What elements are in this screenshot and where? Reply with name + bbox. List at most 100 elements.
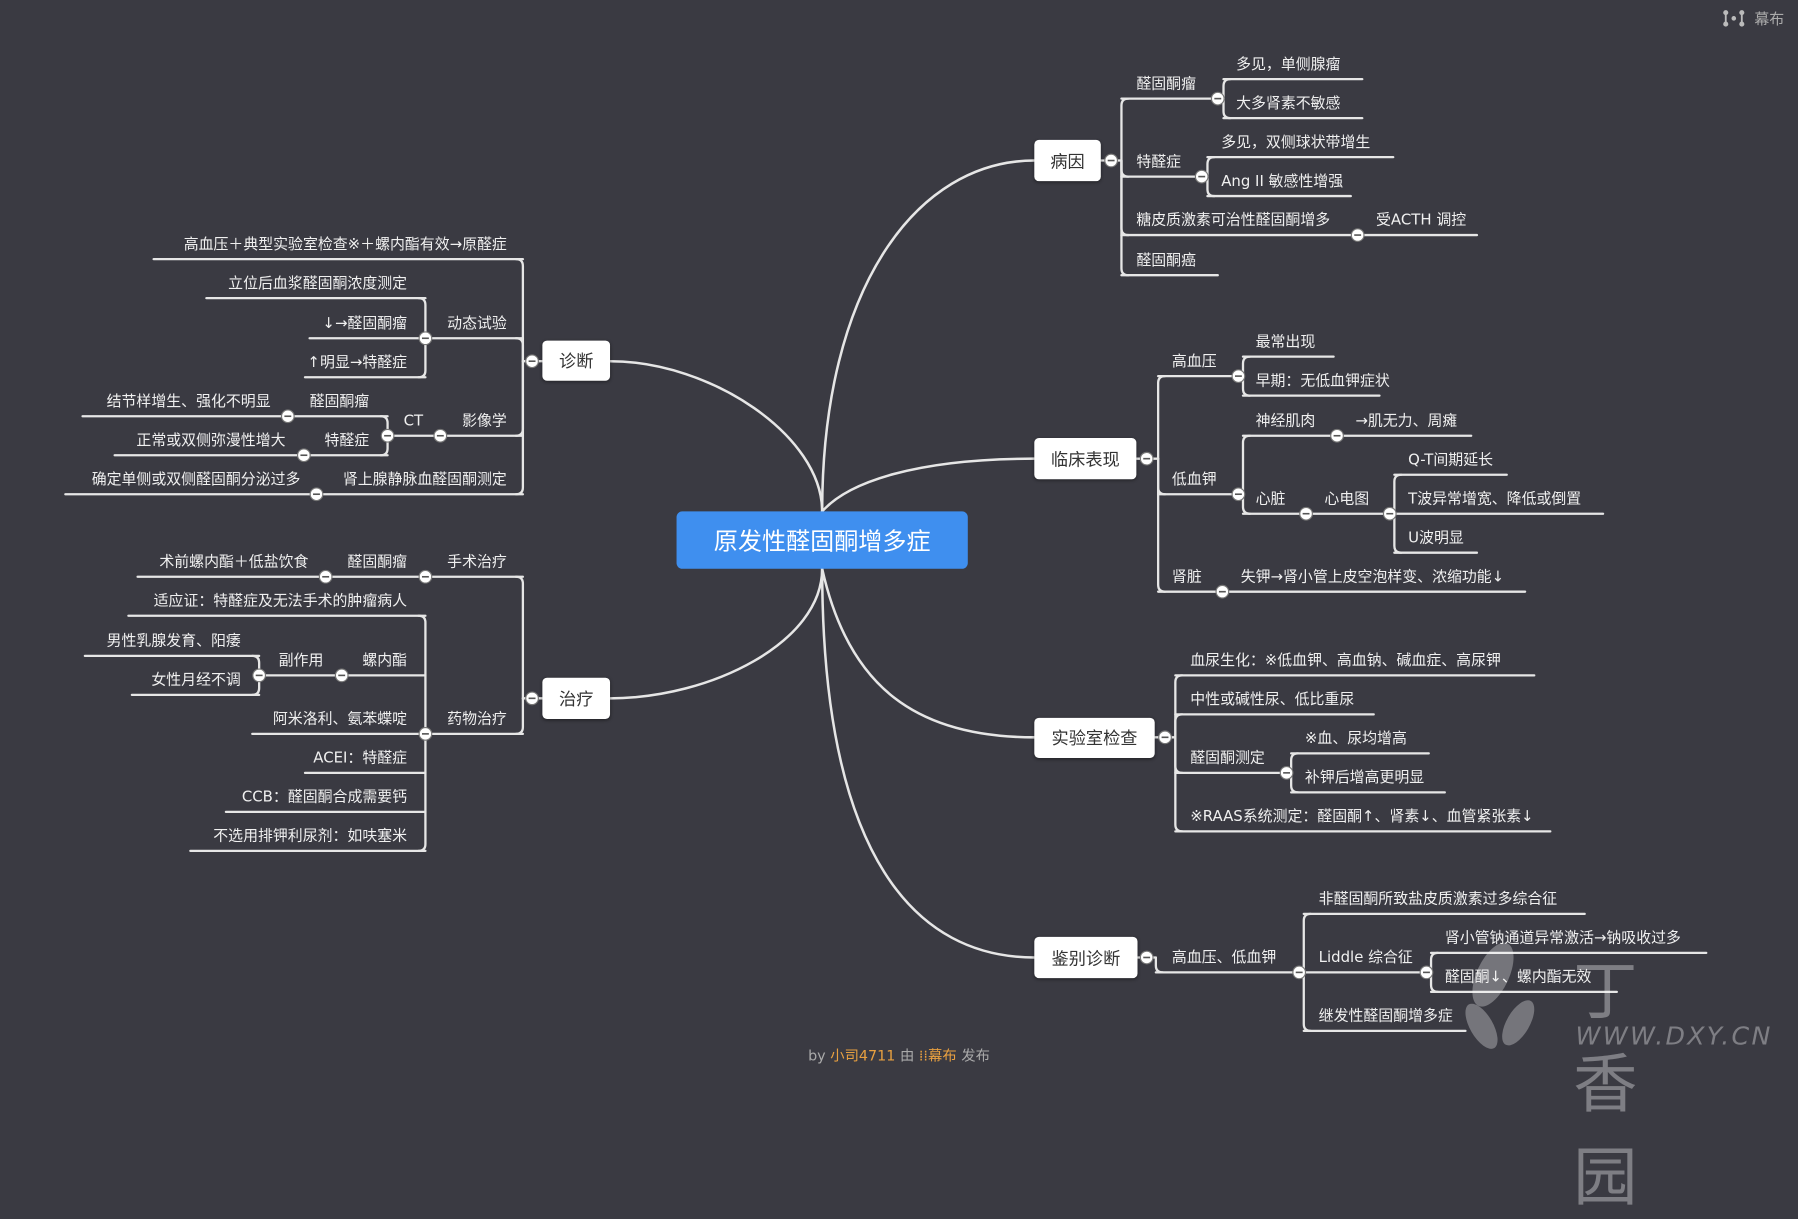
topic-diagnosis-dyn-3[interactable]: ↑明显→特醛症	[307, 354, 408, 372]
topic-diagnosis-dyn-2[interactable]: ↓→醛固酮瘤	[322, 315, 408, 333]
topic-differential-liddle[interactable]: Liddle 综合征	[1318, 949, 1413, 967]
topic-clinical-kidney[interactable]: 肾脏	[1171, 568, 1202, 586]
topic-diagnosis-avs[interactable]: 肾上腺静脉血醛固酮测定	[342, 471, 507, 489]
topic-differential-hthk[interactable]: 高血压、低血钾	[1171, 949, 1277, 967]
collapse-toggle-icon[interactable]	[1419, 965, 1434, 980]
topic-clinical-ht-2[interactable]: 早期：无低血钾症状	[1255, 372, 1390, 390]
brand-logo[interactable]: 幕布	[1722, 7, 1784, 29]
topic-etiology-aldosteronoma-2[interactable]: 大多肾素不敏感	[1236, 95, 1341, 113]
collapse-toggle-icon[interactable]	[418, 726, 433, 741]
topic-diagnosis-ct-iha-1[interactable]: 正常或双侧弥漫性增大	[136, 432, 286, 450]
topic-diagnosis-ct-aldo-1[interactable]: 结节样增生、强化不明显	[106, 393, 271, 411]
collapse-toggle-icon[interactable]	[1382, 506, 1397, 521]
topic-treatment-drug[interactable]: 药物治疗	[447, 710, 507, 729]
topic-treatment-side-1[interactable]: 男性乳腺发育、阳痿	[106, 632, 241, 651]
collapse-toggle-icon[interactable]	[418, 569, 433, 584]
topic-lab-aldo-1[interactable]: ※血、尿均增高	[1304, 730, 1407, 748]
topic-etiology-carcinoma[interactable]: 醛固酮癌	[1136, 252, 1197, 270]
topic-treatment-surg-aldo[interactable]: 醛固酮瘤	[347, 553, 408, 572]
topic-diagnosis-ct-aldo[interactable]: 醛固酮瘤	[309, 393, 370, 411]
collapse-toggle-icon[interactable]	[280, 409, 295, 424]
topic-clinical-ht-1[interactable]: 最常出现	[1255, 333, 1316, 351]
collapse-toggle-icon[interactable]	[1215, 584, 1230, 599]
topic-differential-non-aldo[interactable]: 非醛固酮所致盐皮质激素过多综合征	[1318, 890, 1558, 909]
topic-diagnosis-dynamic[interactable]: 动态试验	[447, 315, 507, 333]
topic-etiology-iha-1[interactable]: 多见，双侧球状带增生	[1221, 134, 1371, 152]
collapse-toggle-icon[interactable]	[1350, 228, 1365, 242]
collapse-toggle-icon[interactable]	[1104, 153, 1119, 168]
topic-clinical-neuro[interactable]: 神经肌肉	[1255, 412, 1316, 431]
topic-clinical-hypokalemia[interactable]: 低血钾	[1171, 471, 1217, 489]
node-lab[interactable]: 实验室检查	[1034, 717, 1155, 758]
collapse-toggle-icon[interactable]	[380, 428, 395, 443]
collapse-toggle-icon[interactable]	[1299, 506, 1313, 521]
topic-treatment-acei[interactable]: ACEI：特醛症	[313, 749, 408, 768]
topic-clinical-ecg-2[interactable]: T波异常增宽、降低或倒置	[1408, 490, 1582, 508]
collapse-toggle-icon[interactable]	[1231, 369, 1246, 383]
topic-lab-aldo-2[interactable]: 补钾后增高更明显	[1304, 769, 1425, 787]
collapse-toggle-icon[interactable]	[252, 668, 267, 683]
footer-brand[interactable]: 幕布	[927, 1046, 957, 1065]
topic-treatment-no-diuretic[interactable]: 不选用排钾利尿剂：如呋塞米	[213, 827, 408, 846]
topic-treatment-ccb[interactable]: CCB：醛固酮合成需要钙	[241, 788, 408, 807]
topic-etiology-iha[interactable]: 特醛症	[1136, 153, 1182, 171]
topic-clinical-neuro-1[interactable]: →肌无力、周瘫	[1355, 412, 1458, 431]
collapse-toggle-icon[interactable]	[1231, 487, 1246, 502]
topic-treatment-side[interactable]: 副作用	[278, 652, 324, 670]
topic-clinical-ecg-1[interactable]: Q-T间期延长	[1408, 451, 1494, 469]
collapse-toggle-icon[interactable]	[433, 428, 448, 443]
topic-diagnosis-ct[interactable]: CT	[403, 412, 424, 431]
node-differential[interactable]: 鉴别诊断	[1034, 936, 1138, 979]
topic-clinical-ecg[interactable]: 心电图	[1324, 490, 1370, 508]
collapse-toggle-icon[interactable]	[525, 691, 539, 706]
topic-differential-liddle-1[interactable]: 肾小管钠通道异常激活→钠吸收过多	[1444, 929, 1681, 948]
collapse-toggle-icon[interactable]	[334, 668, 349, 683]
topic-lab-urine[interactable]: 中性或碱性尿、低比重尿	[1190, 691, 1355, 709]
topic-clinical-heart[interactable]: 心脏	[1255, 490, 1286, 508]
footer-author[interactable]: 小司4711	[830, 1046, 896, 1065]
topic-clinical-ecg-3[interactable]: U波明显	[1408, 529, 1464, 547]
topic-treatment-surgery[interactable]: 手术治疗	[447, 553, 507, 572]
topic-etiology-gra[interactable]: 糖皮质激素可治性醛固酮增多	[1136, 212, 1331, 230]
collapse-toggle-icon[interactable]	[1330, 428, 1344, 443]
topic-etiology-gra-1[interactable]: 受ACTH 调控	[1376, 212, 1467, 230]
node-diagnosis[interactable]: 诊断	[542, 340, 611, 381]
topic-lab-biochem[interactable]: 血尿生化：※低血钾、高血钠、碱血症、高尿钾	[1190, 652, 1501, 670]
topic-clinical-hypertension[interactable]: 高血压	[1171, 353, 1217, 371]
topic-treatment-spiro[interactable]: 螺内酯	[362, 652, 408, 670]
collapse-toggle-icon[interactable]	[318, 569, 333, 584]
collapse-toggle-icon[interactable]	[309, 487, 324, 502]
collapse-toggle-icon[interactable]	[1292, 965, 1307, 980]
collapse-toggle-icon[interactable]	[1210, 91, 1225, 106]
topic-treatment-drug-ind[interactable]: 适应证：特醛症及无法手术的肿瘤病人	[153, 592, 408, 611]
collapse-toggle-icon[interactable]	[296, 448, 311, 463]
node-etiology[interactable]: 病因	[1034, 139, 1101, 182]
topic-etiology-aldosteronoma-1[interactable]: 多见，单侧腺瘤	[1236, 56, 1341, 74]
collapse-toggle-icon[interactable]	[418, 331, 433, 346]
topic-diagnosis-criteria[interactable]: 高血压＋典型实验室检查※＋螺内酯有效→原醛症	[183, 236, 507, 254]
topic-clinical-kidney-1[interactable]: 失钾→肾小管上皮空泡样变、浓缩功能↓	[1240, 568, 1505, 586]
collapse-toggle-icon[interactable]	[525, 354, 539, 369]
topic-treatment-amiloride[interactable]: 阿米洛利、氨苯蝶啶	[272, 710, 408, 729]
tree-elbow	[1290, 771, 1300, 794]
topic-etiology-iha-2[interactable]: Ang II 敏感性增强	[1221, 173, 1344, 191]
collapse-toggle-icon[interactable]	[1194, 169, 1209, 184]
topic-lab-aldo[interactable]: 醛固酮测定	[1190, 749, 1265, 768]
topic-diagnosis-avs-1[interactable]: 确定单侧或双侧醛固酮分泌过多	[91, 471, 301, 489]
collapse-toggle-icon[interactable]	[1158, 730, 1172, 745]
topic-lab-raas[interactable]: ※RAAS系统测定：醛固酮↑、肾素↓、血管紧张素↓	[1190, 808, 1534, 826]
topic-treatment-surg-aldo-1[interactable]: 术前螺内酯＋低盐饮食	[159, 553, 309, 572]
root-node[interactable]: 原发性醛固酮增多症	[676, 511, 968, 569]
topic-differential-liddle-2[interactable]: 醛固酮↓、螺内酯无效	[1444, 968, 1592, 987]
topic-diagnosis-dyn-1[interactable]: 立位后血浆醛固酮浓度测定	[228, 275, 408, 293]
collapse-toggle-icon[interactable]	[1279, 765, 1294, 780]
topic-etiology-aldosteronoma[interactable]: 醛固酮瘤	[1136, 75, 1197, 93]
topic-treatment-side-2[interactable]: 女性月经不调	[151, 671, 241, 690]
topic-diagnosis-imaging[interactable]: 影像学	[462, 412, 507, 431]
collapse-toggle-icon[interactable]	[1139, 950, 1154, 965]
topic-differential-secondary[interactable]: 继发性醛固酮增多症	[1318, 1007, 1453, 1026]
node-clinical[interactable]: 临床表现	[1034, 438, 1137, 480]
node-treatment[interactable]: 治疗	[542, 677, 611, 719]
collapse-toggle-icon[interactable]	[1139, 451, 1154, 466]
topic-diagnosis-ct-iha[interactable]: 特醛症	[324, 432, 370, 450]
